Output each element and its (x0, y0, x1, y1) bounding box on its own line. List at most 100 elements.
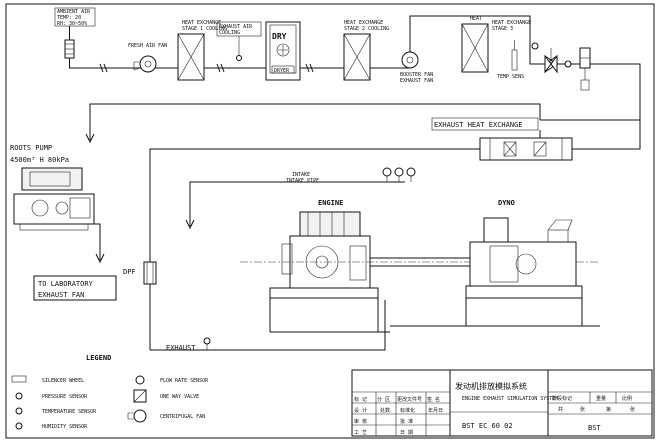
svg-text:EXHAUST AIR: EXHAUST AIR (219, 24, 253, 30)
temp-sensor-probe: TEMP SENS (497, 40, 524, 80)
company-name: BST (588, 424, 601, 432)
intake-sensors (382, 167, 416, 182)
booster-fan: BOOSTER FAN EXHAUST FAN (400, 51, 433, 84)
svg-text:STAGE 3: STAGE 3 (492, 26, 513, 32)
legend-pressure-sensor: PRESSURE SENSOR (15, 392, 88, 400)
svg-text:INTAKE PIPE: INTAKE PIPE (286, 178, 319, 184)
ambient-air-label: AMBIENT AIR TEMP: 20 RH: 30~50% (54, 7, 96, 27)
legend-temperature-sensor: TEMPERATURE SENSOR (15, 407, 97, 415)
svg-text:DRYER: DRYER (274, 68, 290, 74)
svg-text:BOOSTER FAN: BOOSTER FAN (400, 72, 433, 78)
sheet-count-cell: 第 (606, 406, 611, 413)
exhaust-heat-exchanger (479, 130, 573, 161)
drawing-number: BST EC 60 02 (462, 422, 513, 430)
svg-text:HEAT EXCHANGE: HEAT EXCHANGE (344, 20, 383, 26)
svg-text:CENTRIFUGAL FAN: CENTRIFUGAL FAN (160, 414, 205, 420)
heater-unit: HEAT HEAT EXCHANGE STAGE 3 (461, 16, 531, 73)
title-row-label: 工 艺 (354, 430, 367, 436)
roots-pump (13, 167, 95, 231)
svg-text:DYNO: DYNO (498, 199, 515, 207)
svg-text:INTAKE: INTAKE (292, 172, 310, 178)
pump-outlet-pipe (82, 223, 101, 260)
legend-humidity-sensor: HUMIDITY SENSOR (15, 422, 88, 430)
dynamometer: DYNO (390, 199, 600, 327)
intake-filter (64, 26, 75, 59)
roots-pump-label: ROOTS PUMP 4500m³ H 80kPa (10, 144, 69, 164)
svg-text:HEAT: HEAT (470, 16, 482, 22)
exhaust-heat-exchange-label: EXHAUST HEAT EXCHANGE (431, 117, 539, 131)
svg-text:STAGE 2 COOLING: STAGE 2 COOLING (344, 26, 389, 32)
svg-text:FRESH AIR FAN: FRESH AIR FAN (128, 43, 167, 49)
silencer-3 (305, 63, 314, 73)
drawing-frame (5, 3, 655, 439)
title-row-label: 审 核 (354, 418, 367, 425)
pump-supply-pipe (89, 103, 541, 140)
svg-text:HEAT EXCHANGE: HEAT EXCHANGE (182, 20, 221, 26)
flow-arrow-2 (95, 253, 105, 264)
title-block: 标 记 设 计 审 核 工 艺 分 区 更改文件号 签 名 标准化 批 准 日 … (351, 369, 653, 437)
legend-silencer: SILENCER WHEEL (11, 375, 84, 384)
svg-text:HEAT EXCHANGE: HEAT EXCHANGE (492, 20, 531, 26)
svg-text:TEMP SENS: TEMP SENS (497, 74, 524, 80)
svg-text:ONE WAY VALVE: ONE WAY VALVE (160, 394, 199, 400)
silencer-2 (216, 63, 225, 73)
drawing-title-en: ENGINE EXHAUST SIMULATION SYSTEM (462, 396, 558, 402)
svg-text:4500m³ H 80kPa: 4500m³ H 80kPa (10, 156, 69, 164)
intake-pipe (189, 181, 405, 226)
flow-arrow-3 (185, 219, 195, 230)
exhaust-air-cooling: EXHAUST AIR COOLING (216, 21, 262, 61)
svg-text:STAGE 1 COOLING: STAGE 1 COOLING (182, 26, 227, 32)
title-date-cell: 年月日 (428, 407, 443, 414)
dpf-filter: DPF (123, 261, 157, 285)
title-row-label: 标 记 (354, 396, 367, 403)
svg-text:COOLING: COOLING (219, 30, 240, 36)
svg-text:ROOTS PUMP: ROOTS PUMP (10, 144, 52, 152)
heat-exchange-stage1: HEAT EXCHANGE STAGE 1 COOLING (177, 20, 227, 81)
svg-text:EXHAUST FAN: EXHAUST FAN (38, 291, 84, 299)
to-laboratory-box: TO LABORATORY EXHAUST FAN (33, 275, 117, 301)
svg-text:EXHAUST: EXHAUST (166, 344, 196, 352)
drawing-title-cn: 发动机排放模拟系统 (455, 381, 527, 391)
flow-rate-meter (579, 47, 591, 91)
svg-text:HUMIDITY SENSOR: HUMIDITY SENSOR (42, 424, 88, 430)
fresh-air-fan: FRESH AIR FAN (128, 43, 167, 73)
title-row-label: 设 计 (354, 407, 367, 414)
svg-text:PRESSURE SENSOR: PRESSURE SENSOR (42, 394, 88, 400)
sheet-count-cell: 张 (630, 406, 635, 413)
svg-text:EXHAUST FAN: EXHAUST FAN (400, 78, 433, 84)
legend-title: LEGEND (86, 354, 111, 362)
intake-pipe-label: INTAKE INTAKE PIPE (286, 172, 319, 184)
title-mid-cell: 批 准 (400, 418, 413, 425)
sheet-count-cell: 共 (558, 406, 563, 413)
svg-text:ENGINE: ENGINE (318, 199, 343, 207)
title-header-cell: 更改文件号 (397, 396, 422, 403)
legend-centrifugal-fan: CENTRIFUGAL FAN (127, 409, 205, 423)
title-header-cell: 签 名 (427, 396, 440, 403)
svg-text:DRY: DRY (272, 32, 287, 41)
svg-text:AMBIENT AIR: AMBIENT AIR (57, 9, 91, 15)
title-mid-cell: 日 期 (400, 430, 413, 436)
svg-text:TEMP: 20: TEMP: 20 (57, 15, 81, 21)
svg-text:TEMPERATURE SENSOR: TEMPERATURE SENSOR (42, 409, 97, 415)
svg-text:EXHAUST HEAT EXCHANGE: EXHAUST HEAT EXCHANGE (434, 121, 523, 129)
svg-text:FLOW RATE SENSOR: FLOW RATE SENSOR (160, 378, 209, 384)
control-valve (531, 42, 572, 74)
title-mid-cell: 处数 (380, 407, 390, 414)
svg-text:TO LABORATORY: TO LABORATORY (38, 280, 94, 288)
sheet-count-cell: 张 (580, 406, 585, 413)
flow-arrow-1 (85, 133, 95, 144)
hx-outlet-pipe (572, 120, 641, 150)
title-header-cell: 分 区 (377, 396, 390, 403)
svg-text:SILENCER WHEEL: SILENCER WHEEL (42, 378, 84, 384)
weight-label: 重量 (596, 395, 606, 402)
legend-flow-rate-sensor: FLOW RATE SENSOR (135, 375, 209, 385)
exhaust-label: EXHAUST (166, 337, 211, 352)
legend-one-way-valve: ONE WAY VALVE (133, 389, 199, 403)
dryer-unit: DRY DRYER (265, 21, 301, 81)
scale-label: 比例 (622, 395, 632, 402)
svg-text:DPF: DPF (123, 268, 136, 276)
exhaust-pipe (150, 300, 386, 351)
svg-text:RH: 30~50%: RH: 30~50% (57, 21, 87, 27)
